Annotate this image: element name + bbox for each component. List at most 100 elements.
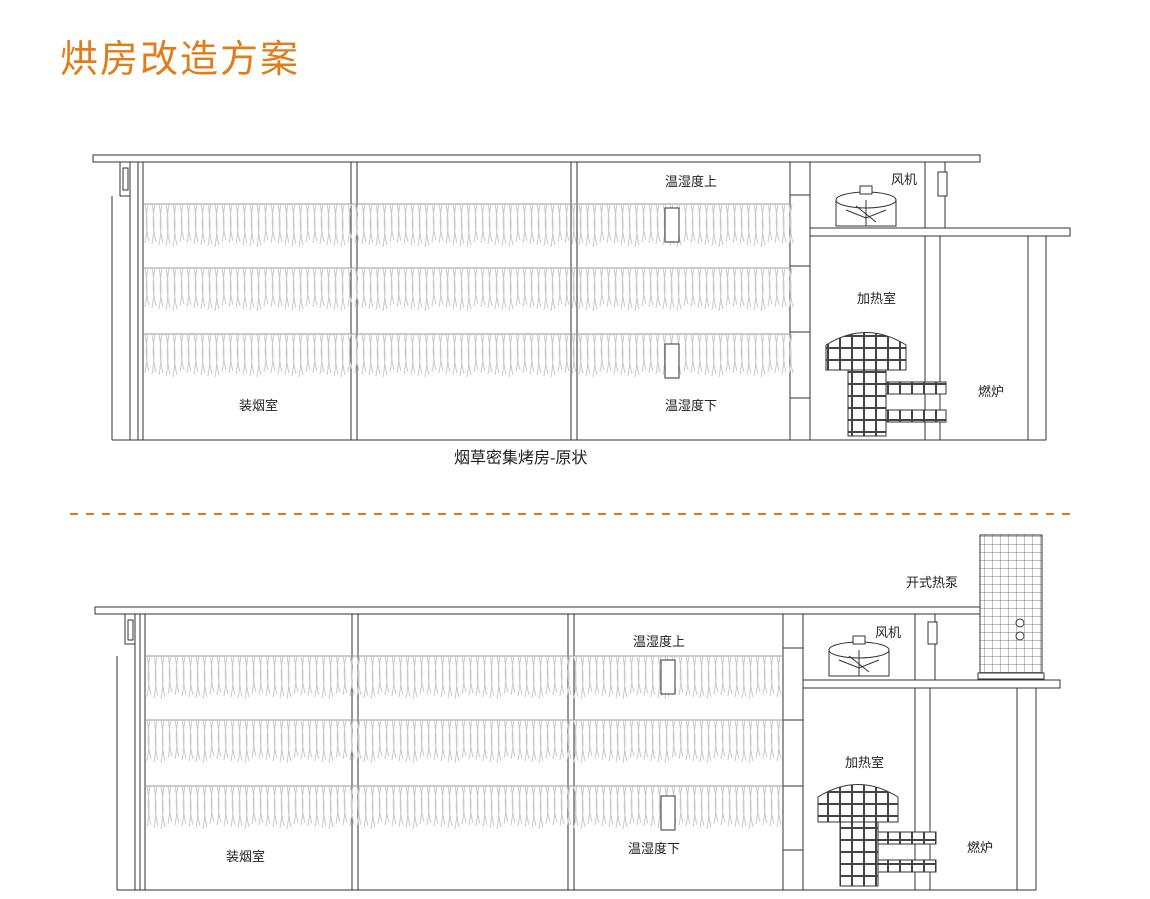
tobacco-leaf (524, 655, 530, 698)
tobacco-leaf (321, 655, 327, 699)
tobacco-leaf (510, 655, 516, 696)
tobacco-leaf (286, 785, 292, 830)
tobacco-leaf (713, 655, 719, 695)
tobacco-leaf (284, 267, 290, 310)
tobacco-leaf (209, 655, 215, 695)
tobacco-leaf (697, 267, 703, 309)
tobacco-leaf (762, 655, 768, 696)
tobacco-leaf (601, 655, 607, 697)
tobacco-leaf (480, 333, 486, 374)
roof (92, 154, 981, 163)
label-fan: 风机 (875, 626, 901, 641)
tobacco-leaf (613, 203, 619, 245)
tobacco-leaf (279, 719, 285, 763)
tobacco-leaf (564, 333, 570, 374)
tobacco-leaf (347, 267, 353, 307)
tobacco-leaf (699, 719, 705, 763)
tobacco-leaf (305, 333, 311, 373)
tobacco-leaf (426, 655, 432, 696)
tobacco-leaf (391, 719, 397, 761)
tobacco-leaf (424, 267, 430, 312)
tobacco-leaf (545, 655, 551, 695)
tobacco-leaf (620, 267, 626, 310)
tobacco-leaf (510, 785, 516, 826)
tobacco-leaf (699, 785, 705, 829)
tobacco-leaf (594, 655, 600, 696)
tobacco-leaf (615, 785, 621, 829)
tobacco-leaf (349, 655, 355, 697)
tobacco-leaf (774, 267, 780, 308)
heating-room-ceiling (809, 227, 1071, 237)
tobacco-leaf (482, 785, 488, 828)
tobacco-leaf (601, 719, 607, 761)
tobacco-leaf (515, 203, 521, 243)
tobacco-leaf (690, 333, 696, 374)
tobacco-leaf (580, 719, 586, 764)
tobacco-leaf (417, 333, 423, 377)
tobacco-leaf (235, 267, 241, 309)
label-heating-room: 加热室 (857, 291, 896, 307)
tobacco-leaf (480, 267, 486, 308)
tobacco-leaf (522, 203, 528, 244)
tobacco-leaf (384, 655, 390, 696)
tobacco-leaf (181, 655, 187, 697)
label-furnace: 燃炉 (978, 384, 1004, 400)
tobacco-leaf (468, 785, 474, 826)
tobacco-leaf (440, 785, 446, 828)
tobacco-leaf (342, 719, 348, 760)
tobacco-leaf (370, 719, 376, 764)
tobacco-leaf (200, 203, 206, 246)
tobacco-leaf (482, 719, 488, 762)
tobacco-leaf (538, 655, 544, 700)
tobacco-leaf (529, 267, 535, 309)
tobacco-leaf (200, 267, 206, 310)
tobacco-leaf (354, 203, 360, 244)
tobacco-leaf (503, 785, 509, 825)
tobacco-leaf (760, 333, 766, 378)
tobacco-leaf (685, 719, 691, 761)
tobacco-leaf (734, 655, 740, 698)
tobacco-leaf (431, 203, 437, 243)
tobacco-leaf (242, 203, 248, 246)
tobacco-leaf (487, 333, 493, 375)
tobacco-leaf (361, 203, 367, 245)
tobacco-leaf (627, 267, 633, 311)
tobacco-leaf (487, 267, 493, 309)
tobacco-leaf (683, 267, 689, 307)
tobacco-leaf (165, 267, 171, 311)
tobacco-leaf (181, 719, 187, 761)
tobacco-leaf (165, 333, 171, 377)
tobacco-leaf (515, 267, 521, 307)
tobacco-leaf (426, 719, 432, 760)
tobacco-leaf (214, 267, 220, 312)
tobacco-leaf (314, 785, 320, 828)
tobacco-leaf (629, 785, 635, 825)
tobacco-leaf (312, 203, 318, 244)
tobacco-leaf (146, 655, 152, 698)
tobacco-rows (143, 203, 794, 378)
tobacco-leaf (223, 655, 229, 697)
tobacco-leaf (480, 203, 486, 244)
original-kiln-diagram (92, 154, 1071, 441)
tobacco-leaf (592, 333, 598, 378)
tobacco-leaf (368, 333, 374, 376)
tobacco-leaf (501, 203, 507, 247)
tobacco-leaf (277, 203, 283, 245)
tobacco-leaf (692, 785, 698, 828)
tobacco-leaf (375, 333, 381, 377)
tobacco-leaf (650, 655, 656, 698)
tobacco-leaf (599, 333, 605, 373)
tobacco-leaf (363, 655, 369, 699)
tobacco-leaf (312, 267, 318, 308)
wall (137, 161, 144, 441)
tobacco-leaf (489, 655, 495, 699)
tobacco-leaf (342, 785, 348, 826)
tobacco-leaf (683, 203, 689, 243)
tobacco-leaf (228, 267, 234, 308)
tobacco-leaf (370, 655, 376, 700)
tobacco-leaf (340, 267, 346, 312)
tobacco-leaf (202, 655, 208, 700)
label-heat-pump: 开式热泵 (906, 576, 958, 591)
tobacco-leaf (697, 333, 703, 375)
